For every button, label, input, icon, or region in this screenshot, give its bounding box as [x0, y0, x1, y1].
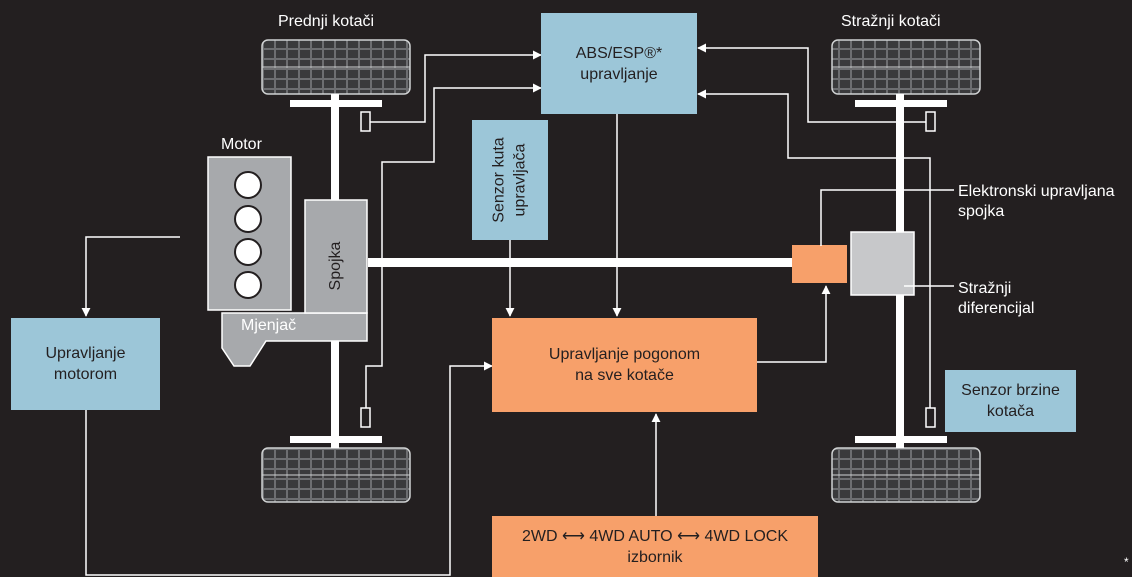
rear-wheels-label: Stražnji kotači [841, 13, 941, 30]
electronic-clutch-label: Elektronski upravljana spojka [958, 182, 1115, 222]
electronic-clutch-label-line2: spojka [958, 203, 1005, 220]
engine-control-line1: Upravljanje [45, 345, 126, 362]
rear-differential-block [850, 231, 915, 296]
electronic-clutch-block [792, 245, 847, 283]
wheel-speed-line1: Senzor brzine [961, 382, 1060, 399]
wheel-speed-sensor-box: Senzor brzine kotača [945, 370, 1076, 432]
drive-mode-selector-box[interactable]: 2WD ⟷ 4WD AUTO ⟷ 4WD LOCK izbornik [492, 516, 818, 577]
clutch-block [304, 199, 368, 314]
rear-differential-label-line1: Stražnji [958, 280, 1012, 297]
rear-left-tire [831, 39, 981, 95]
rear-differential-label-line2: diferencijal [958, 300, 1035, 317]
abs-esp-control-box: ABS/ESP®* upravljanje [541, 13, 697, 114]
rear-differential-label: Stražnji diferencijal [958, 279, 1034, 319]
awd-control-box: Upravljanje pogonom na sve kotače [492, 318, 757, 412]
awd-control-line1: Upravljanje pogonom [548, 346, 701, 363]
steering-angle-sensor-box: Senzor kuta upravljača [472, 120, 548, 240]
front-left-tire [261, 39, 411, 95]
signal-lines [81, 43, 954, 576]
abs-esp-line2: upravljanje [580, 65, 658, 83]
gearbox-shape [221, 312, 368, 367]
steering-sensor-line1: Senzor kuta [491, 137, 509, 223]
front-wheels-label: Prednji kotači [278, 13, 375, 30]
wheel-speed-line2: kotača [986, 403, 1035, 420]
rear-right-tire [831, 447, 981, 503]
clutch-label: Spojka [327, 241, 344, 291]
gearbox-label: Mjenjač [241, 317, 297, 334]
abs-esp-line1: ABS/ESP®* [575, 44, 663, 62]
front-right-tire [261, 447, 411, 503]
engine-block [207, 156, 292, 311]
drive-mode-selector-line2: izbornik [627, 548, 683, 566]
motor-label: Motor [221, 136, 262, 153]
steering-sensor-line2: upravljača [512, 143, 530, 217]
engine-control-line2: motorom [53, 366, 118, 383]
awd-control-line2: na sve kotače [575, 367, 674, 384]
electronic-clutch-label-line1: Elektronski upravljana [958, 183, 1115, 200]
engine-control-box: Upravljanje motorom [11, 318, 160, 410]
drive-mode-selector-line1: 2WD ⟷ 4WD AUTO ⟷ 4WD LOCK [521, 527, 789, 545]
footnote-marker: * [1124, 555, 1129, 569]
propeller-shaft [368, 258, 792, 267]
